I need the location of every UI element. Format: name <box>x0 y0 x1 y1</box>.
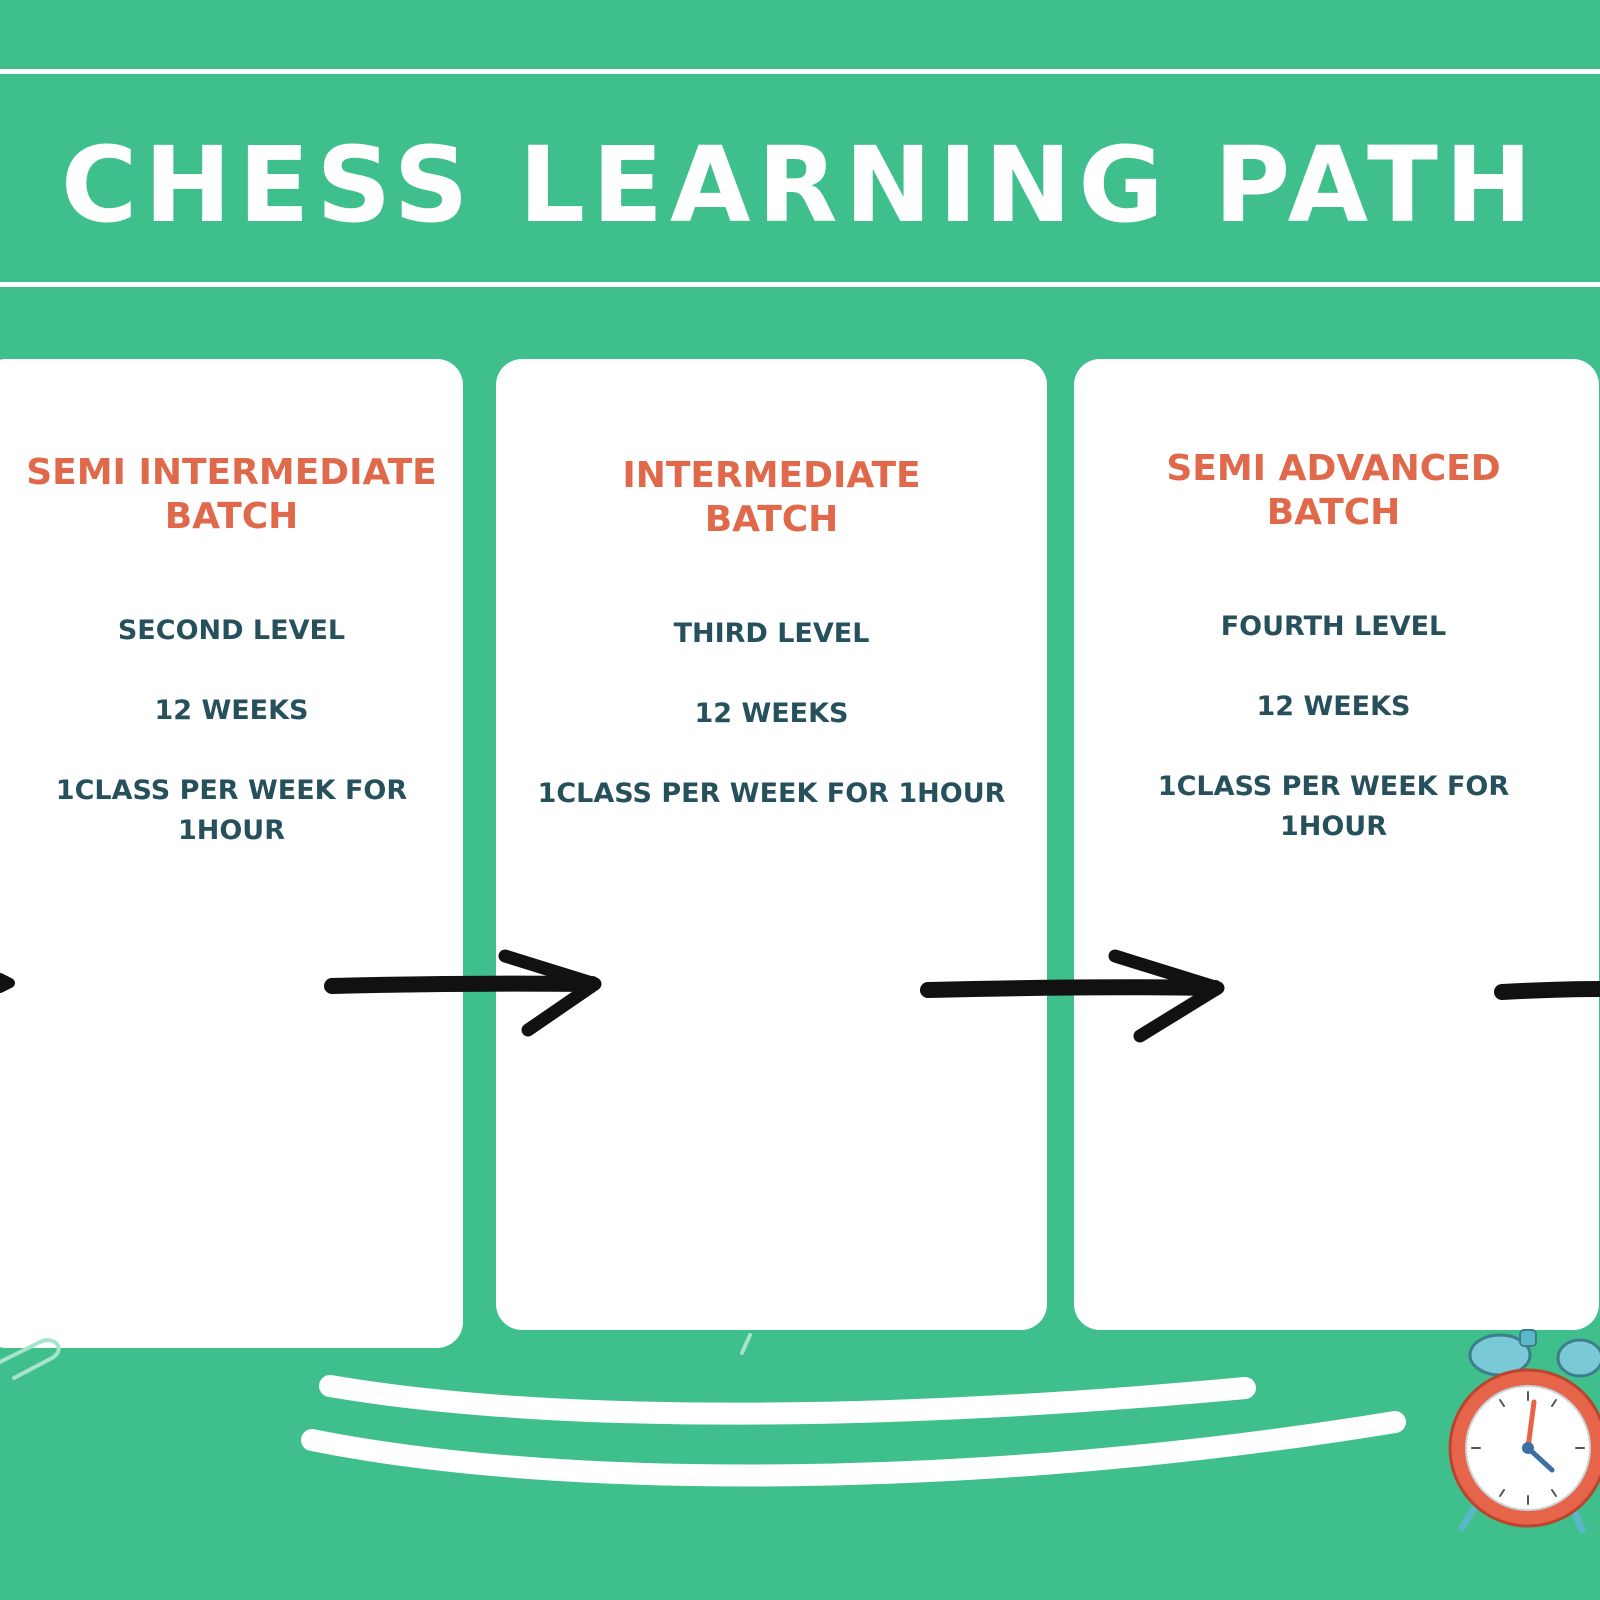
arrow-icon <box>324 949 602 1037</box>
chalk-underline-icon <box>301 1375 1406 1487</box>
arrow-icon <box>0 973 15 993</box>
card-duration: 12 WEEKS <box>1256 691 1411 722</box>
card-schedule: 1CLASS PER WEEK FOR 1HOUR <box>55 775 408 846</box>
batch-card-semi-advanced: SEMI ADVANCED BATCH FOURTH LEVEL 12 WEEK… <box>1074 359 1599 1330</box>
card-schedule: 1CLASS PER WEEK FOR 1HOUR <box>537 778 1006 809</box>
card-title: INTERMEDIATE BATCH <box>622 455 921 540</box>
card-duration: 12 WEEKS <box>694 698 849 729</box>
alarm-clock-icon <box>1448 1329 1600 1534</box>
top-rule <box>0 69 1600 74</box>
bottom-rule <box>0 282 1600 287</box>
card-schedule: 1CLASS PER WEEK FOR 1HOUR <box>1157 771 1510 842</box>
batch-card-semi-intermediate: SEMI INTERMEDIATE BATCH SECOND LEVEL 12 … <box>0 359 463 1348</box>
arrow-icon <box>1494 981 1600 1000</box>
card-level: SECOND LEVEL <box>117 615 346 646</box>
card-title: SEMI INTERMEDIATE BATCH <box>26 452 437 537</box>
card-level: THIRD LEVEL <box>673 618 870 649</box>
card-duration: 12 WEEKS <box>154 695 309 726</box>
batch-card-intermediate: INTERMEDIATE BATCH THIRD LEVEL 12 WEEKS … <box>496 359 1047 1330</box>
card-title: SEMI ADVANCED BATCH <box>1166 448 1501 533</box>
card-level: FOURTH LEVEL <box>1220 611 1447 642</box>
page-title: CHESS LEARNING PATH <box>60 124 1540 246</box>
pencil-tip-icon <box>740 1333 752 1355</box>
arrow-icon <box>920 949 1225 1043</box>
paperclip-icon <box>0 1338 61 1380</box>
